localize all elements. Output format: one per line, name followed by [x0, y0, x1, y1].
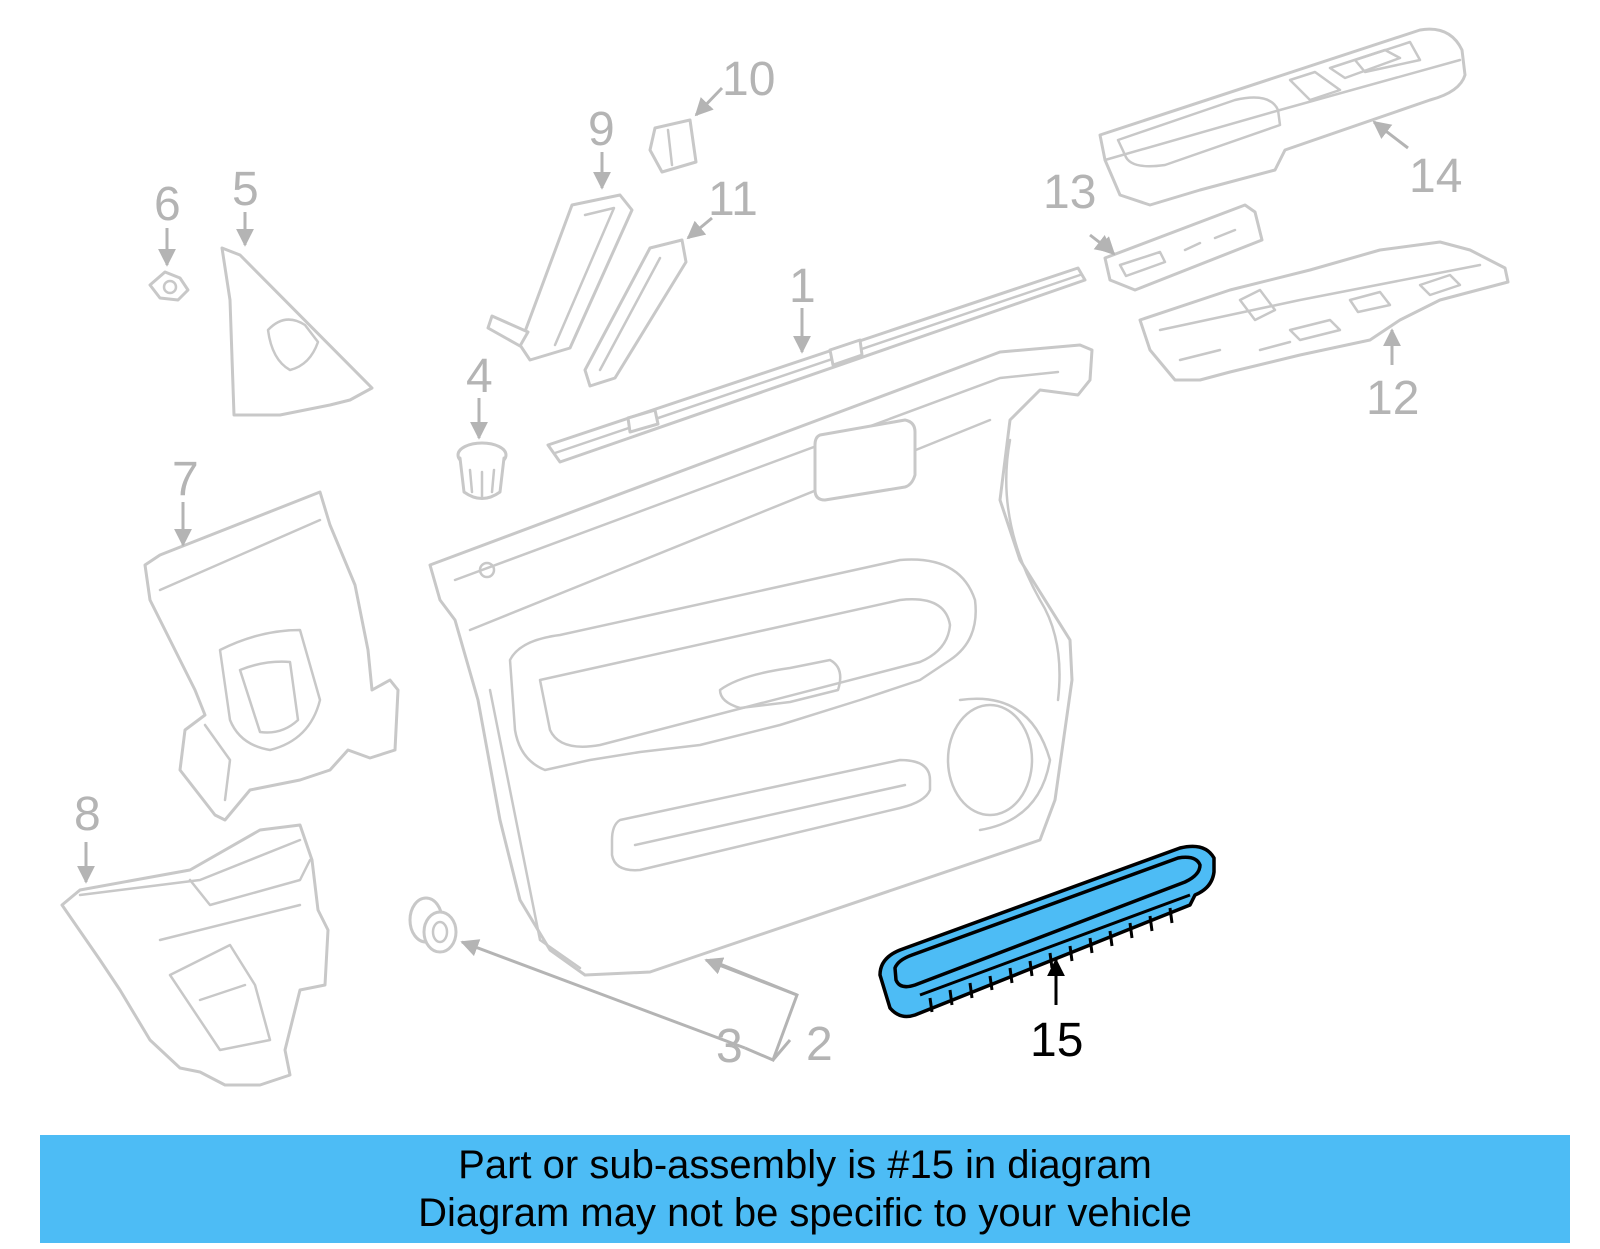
callout-5: 5 — [232, 163, 259, 216]
callout-10: 10 — [722, 53, 775, 106]
callout-11: 11 — [708, 173, 758, 226]
part-2-door-trim-panel — [428, 343, 1094, 977]
part-3-grommet — [408, 896, 458, 954]
part-8-lower-trim — [60, 823, 330, 1087]
part-4-clip — [456, 441, 508, 500]
callout-2: 2 — [806, 1018, 833, 1071]
callout-14: 14 — [1409, 150, 1462, 203]
part-1-belt-molding — [546, 266, 1087, 464]
part-7-armrest-bracket — [143, 490, 400, 822]
part-13-switch-plate — [1103, 203, 1264, 292]
part-14-armrest-bezel — [1098, 27, 1467, 207]
part-6-clip — [148, 270, 190, 302]
callout-1: 1 — [789, 260, 816, 313]
callout-15: 15 — [1030, 1014, 1083, 1067]
callout-4: 4 — [466, 350, 493, 403]
part-10-switch — [648, 118, 698, 174]
info-banner: Part or sub-assembly is #15 in diagram D… — [40, 1135, 1570, 1243]
banner-line-2: Diagram may not be specific to your vehi… — [418, 1191, 1192, 1235]
callout-3: 3 — [716, 1020, 743, 1073]
part-11-handle-cover — [583, 238, 688, 388]
part-12-switch-assembly — [1138, 240, 1510, 382]
callout-8: 8 — [74, 788, 101, 841]
callout-7: 7 — [172, 453, 199, 506]
part-9-pull-handle — [486, 193, 634, 362]
part-5-mirror-trim — [220, 246, 374, 417]
callout-13: 13 — [1043, 166, 1096, 219]
banner-line-1: Part or sub-assembly is #15 in diagram — [458, 1143, 1152, 1187]
callout-9: 9 — [588, 103, 615, 156]
part-15-storage-pocket — [878, 844, 1216, 1019]
leader-lines — [77, 86, 1409, 1063]
callout-6: 6 — [154, 178, 181, 231]
callout-12: 12 — [1366, 372, 1419, 425]
callout-numbers: 1 2 3 4 5 6 7 8 9 10 11 12 13 14 15 — [74, 53, 1462, 1073]
